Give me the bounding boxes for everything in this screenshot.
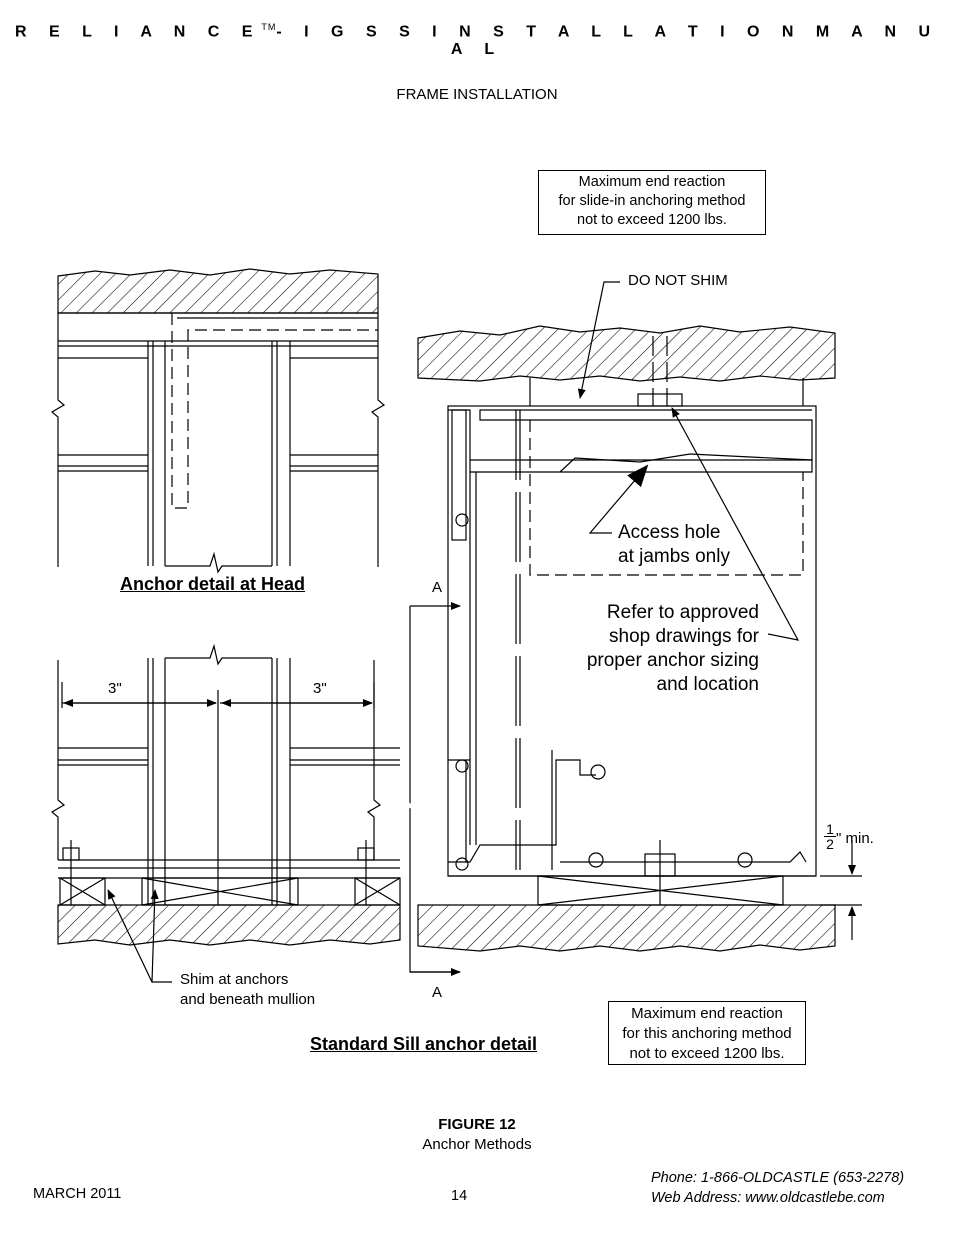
refer-shop-drawings-label: Refer to approved shop drawings for prop… xyxy=(586,602,759,695)
do-not-shim-label: DO NOT SHIM xyxy=(628,272,728,289)
footer-web: Web Address: www.oldcastlebe.com xyxy=(651,1190,885,1206)
footer-date: MARCH 2011 xyxy=(33,1186,122,1202)
figure-number: FIGURE 12 xyxy=(438,1116,516,1133)
figure-caption: Anchor Methods xyxy=(422,1136,532,1153)
access-hole-label: Access hole at jambs only xyxy=(618,522,730,567)
section-heading: FRAME INSTALLATION xyxy=(396,86,558,103)
manual-title: R E L I A N C ETM- I G S S I N S T A L L… xyxy=(14,22,940,59)
shim-note: Shim at anchors and beneath mullion xyxy=(180,971,316,1008)
section-marker-bottom: A xyxy=(432,984,443,1001)
half-inch-fraction: 1 2 xyxy=(824,822,836,851)
section-marker-top: A xyxy=(432,579,443,596)
section-aa-drawing xyxy=(394,281,862,976)
dimension-left-label: 3" xyxy=(108,680,122,697)
sill-detail-title: Standard Sill anchor detail xyxy=(310,1034,538,1054)
head-detail-drawing xyxy=(50,268,386,574)
head-detail-title: Anchor detail at Head xyxy=(120,574,306,594)
dimension-right-label: 3" xyxy=(313,680,327,697)
footer-phone: Phone: 1-866-OLDCASTLE (653-2278) xyxy=(651,1170,905,1186)
page-number: 14 xyxy=(451,1188,468,1204)
half-inch-min-label: " min. xyxy=(836,830,874,847)
slide-in-reaction-note: Maximum end reaction for slide-in anchor… xyxy=(538,170,766,235)
sill-detail-drawing xyxy=(50,643,401,983)
anchoring-reaction-note: Maximum end reaction for this anchoring … xyxy=(608,1001,806,1065)
